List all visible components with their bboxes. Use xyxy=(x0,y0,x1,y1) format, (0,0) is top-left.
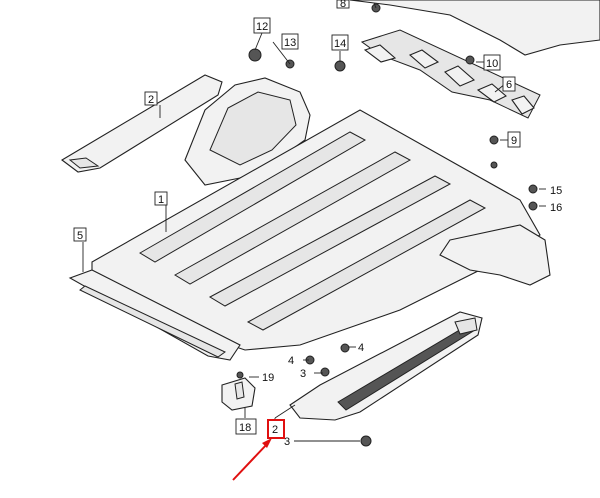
callouts: 1 2 5 8 12 13 14 10 6 9 15 16 4 4 3 3 19… xyxy=(73,0,568,448)
callout-12: 12 xyxy=(253,17,271,34)
rear-crossmember xyxy=(349,0,600,119)
callout-1: 1 xyxy=(154,191,168,206)
callout-9: 9 xyxy=(507,131,521,148)
callout-19: 19 xyxy=(259,370,277,384)
callout-3-upper-label: 3 xyxy=(300,368,306,380)
callout-4-upper-label: 4 xyxy=(358,342,364,354)
callout-2-upper: 2 xyxy=(144,91,158,106)
callout-15-label: 15 xyxy=(550,185,562,197)
side-trim-upper xyxy=(61,74,223,173)
entry-step-trim xyxy=(289,311,483,421)
callout-8-label: 8 xyxy=(340,0,346,10)
callout-4-lower-label: 4 xyxy=(288,355,294,367)
main-floor xyxy=(91,109,551,351)
callout-14-label: 14 xyxy=(334,38,346,50)
front-sill xyxy=(68,269,241,361)
callout-12-label: 12 xyxy=(256,21,268,33)
highlight-arrow xyxy=(232,438,272,481)
callout-9-label: 9 xyxy=(511,135,517,147)
callout-2-highlighted: 2 xyxy=(267,419,285,439)
callout-14: 14 xyxy=(331,34,349,51)
callout-3-lower-label: 3 xyxy=(284,436,290,448)
callout-13: 13 xyxy=(281,33,299,50)
callout-3-upper: 3 xyxy=(298,366,310,380)
callout-1-label: 1 xyxy=(158,194,164,206)
callout-13-label: 13 xyxy=(284,37,296,49)
callout-16: 16 xyxy=(546,199,568,214)
callout-4-upper: 4 xyxy=(356,340,370,354)
callout-18: 18 xyxy=(235,418,257,435)
callout-16-label: 16 xyxy=(550,202,562,214)
callout-2-highlighted-label: 2 xyxy=(272,424,278,436)
callout-10-label: 10 xyxy=(486,58,498,70)
callout-8: 8 xyxy=(336,0,350,10)
callout-18-label: 18 xyxy=(239,422,251,434)
callout-2-upper-label: 2 xyxy=(148,94,154,106)
callout-19-label: 19 xyxy=(262,372,274,384)
callout-15: 15 xyxy=(546,182,568,197)
callout-5-label: 5 xyxy=(77,230,83,242)
callout-6-label: 6 xyxy=(506,79,512,91)
callout-6: 6 xyxy=(502,76,516,92)
callout-4-lower: 4 xyxy=(286,353,298,367)
bracket xyxy=(221,377,256,411)
callout-5: 5 xyxy=(73,227,87,242)
callout-10: 10 xyxy=(483,54,501,71)
